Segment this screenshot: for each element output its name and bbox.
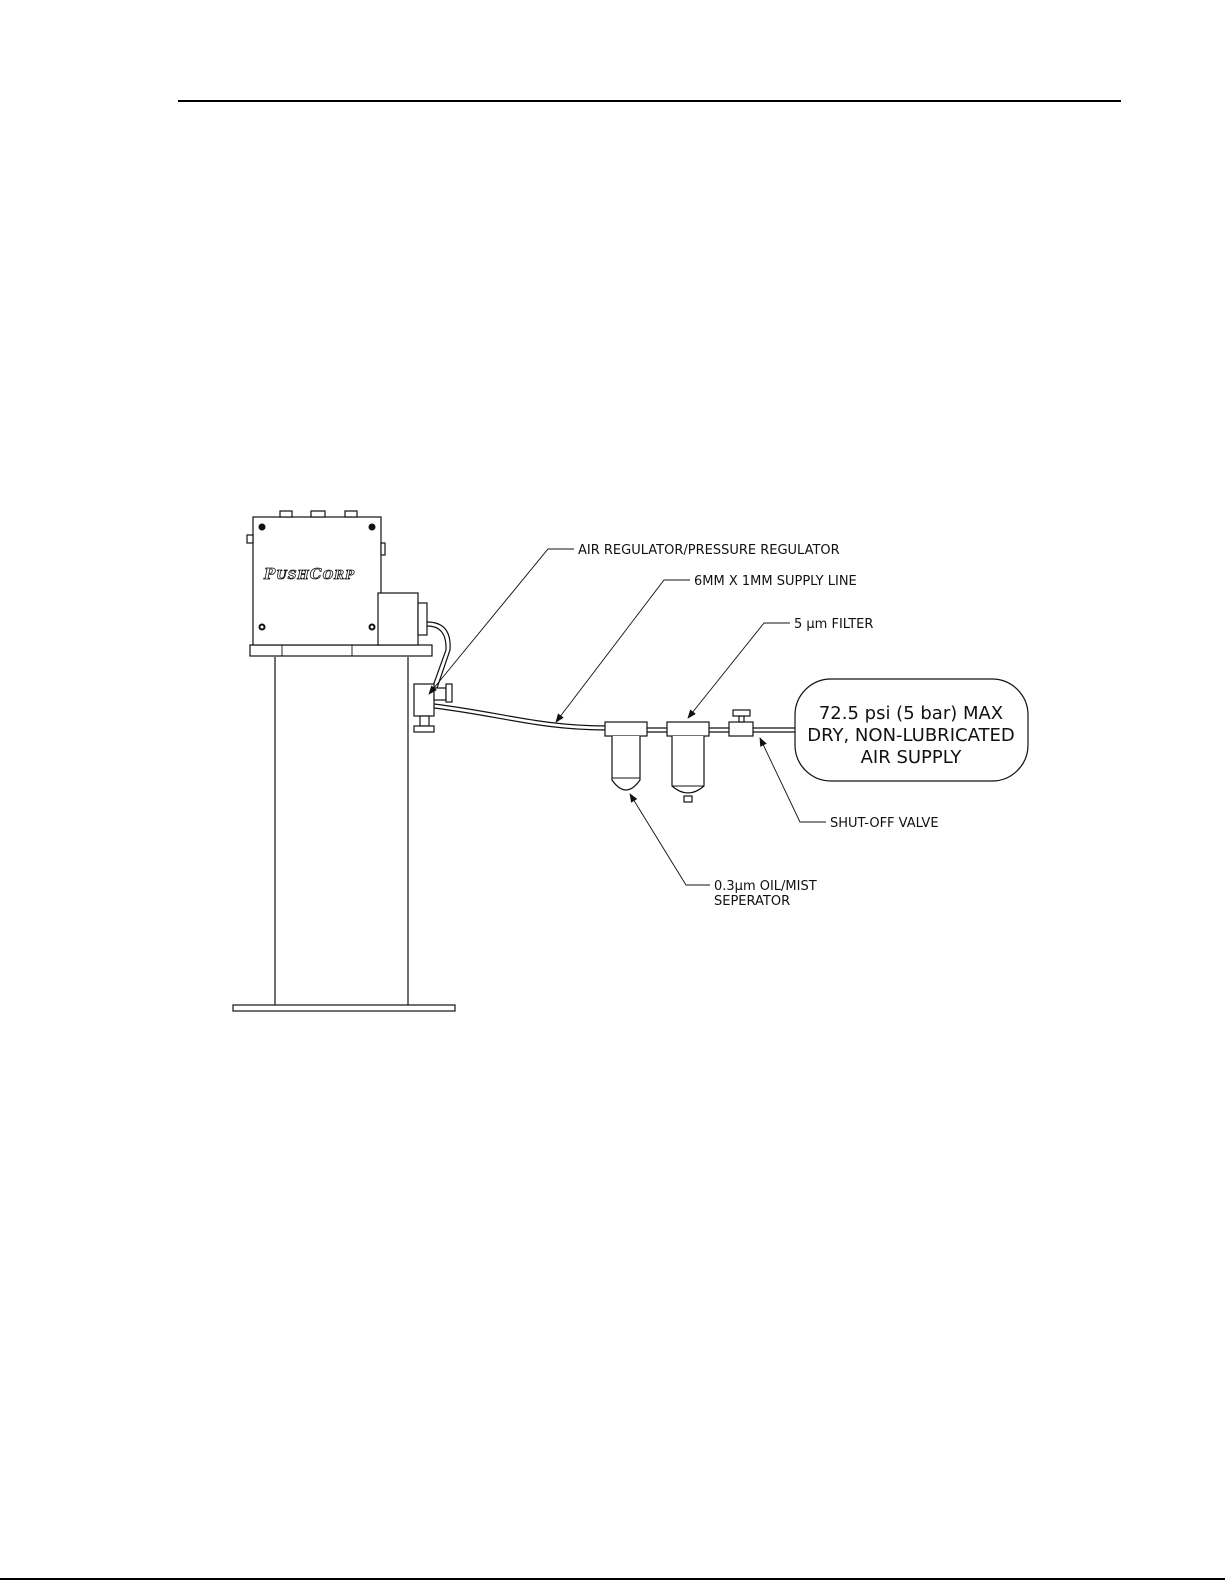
separator-label-line1: 0.3µm OIL/MIST bbox=[714, 879, 817, 894]
shutoff-valve bbox=[729, 710, 753, 736]
separator-label-line2: SEPERATOR bbox=[714, 894, 790, 909]
supply-line bbox=[434, 704, 607, 726]
air-regulator-label: AIR REGULATOR/PRESSURE REGULATOR bbox=[578, 543, 840, 558]
filter-label: 5 µm FILTER bbox=[794, 617, 873, 632]
air-regulator-leader bbox=[429, 549, 574, 694]
shutoff-valve-label: SHUT-OFF VALVE bbox=[830, 816, 939, 831]
air-supply-line2: DRY, NON-LUBRICATED bbox=[807, 725, 1014, 746]
supply-line-leader bbox=[556, 580, 690, 722]
pushcorp-logo: PUSHCORP bbox=[263, 565, 355, 583]
filter-leader bbox=[688, 623, 790, 718]
air-supply-line3: AIR SUPPLY bbox=[861, 747, 963, 768]
air-supply-line1: 72.5 psi (5 bar) MAX bbox=[819, 703, 1003, 724]
particle-filter bbox=[667, 722, 709, 802]
controller-box: PUSHCORP bbox=[247, 511, 432, 656]
footer-rule bbox=[0, 1578, 1225, 1580]
separator-leader bbox=[630, 794, 710, 885]
air-regulator bbox=[414, 684, 452, 732]
oil-mist-separator bbox=[605, 722, 647, 790]
supply-line-label: 6MM X 1MM SUPPLY LINE bbox=[694, 574, 857, 589]
